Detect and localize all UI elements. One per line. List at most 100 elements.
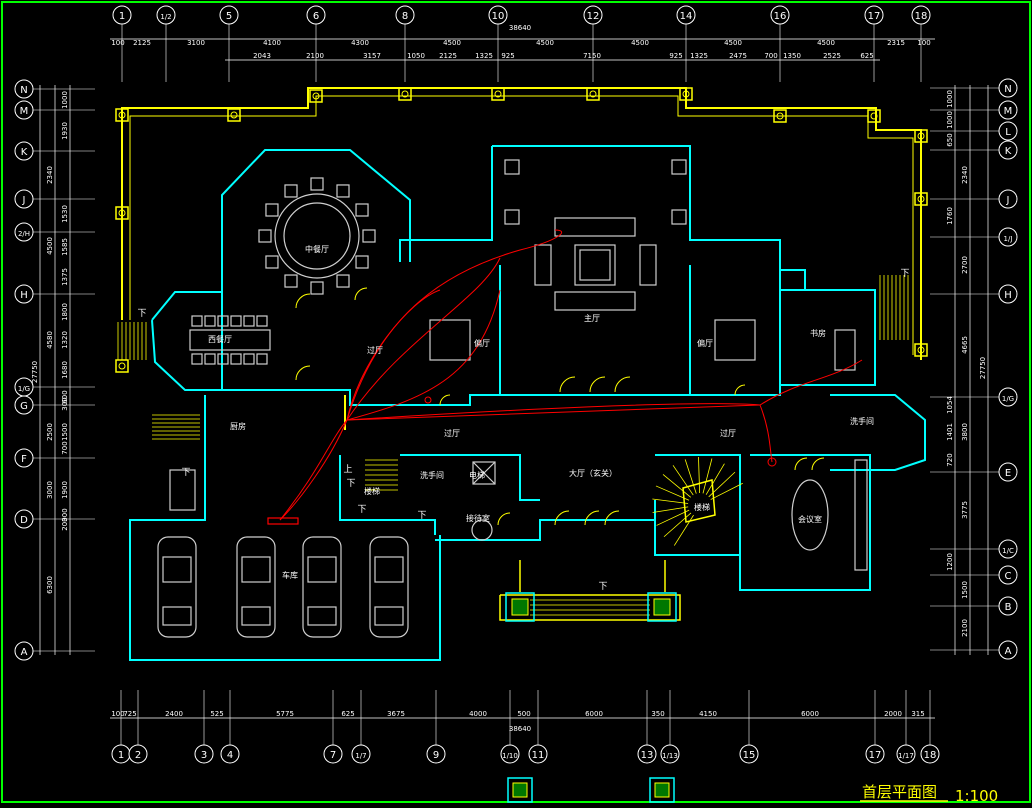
axis-bottom-bubble-label: 1/17 — [898, 752, 914, 760]
axis-left-bubble-label: M — [20, 106, 29, 117]
axis-top-bubble-label: 10 — [492, 11, 505, 22]
column-core — [589, 90, 597, 98]
axis-right-bubble — [998, 462, 1018, 482]
axis-right-bubble-label: M — [1004, 106, 1013, 117]
round-dining-table-inner — [283, 202, 351, 270]
column — [227, 108, 241, 122]
stair-direction-mark: 下 — [181, 468, 190, 478]
room-label: 会议室 — [798, 514, 822, 524]
dining-chair — [265, 255, 279, 269]
western-chair — [256, 315, 268, 327]
main-hall-side-chair — [671, 209, 687, 225]
axis-top-bubble-label: 17 — [868, 11, 881, 22]
round-dining-table — [274, 193, 360, 279]
drawing-title: 首层平面图 — [862, 783, 937, 801]
dim-top-row1: 2125 — [133, 39, 151, 47]
axis-bottom-bubble-label: 1/13 — [662, 752, 678, 760]
room-label: 西餐厅 — [208, 335, 232, 344]
dim-top-row2: 2475 — [729, 52, 747, 60]
axis-left-bubble-label: J — [22, 195, 26, 206]
dim-top-row2: 2525 — [823, 52, 841, 60]
dim-left-inner: 700 — [61, 441, 69, 454]
car-rear-window — [241, 606, 271, 626]
dim-right-inner: 1200 — [946, 553, 954, 571]
garage-walls — [129, 395, 441, 661]
reception-table — [471, 519, 493, 541]
axis-top-bubble — [583, 5, 603, 25]
axis-top-bubble — [112, 5, 132, 25]
axis-right-bubble — [998, 140, 1018, 160]
column-core — [870, 112, 878, 120]
axis-right-bubble — [998, 227, 1018, 247]
room-label: 楼梯 — [694, 502, 710, 512]
axis-top-bubble — [488, 5, 508, 25]
axis-bottom-bubble — [660, 744, 680, 764]
dim-right-inner: 1000 — [946, 111, 954, 129]
kitchen-counter — [169, 469, 196, 511]
dim-bottom-row: 625 — [341, 710, 354, 718]
dim-left-inner: 1900 — [61, 481, 69, 499]
dim-left-outer: 4580 — [46, 331, 54, 349]
dining-chair — [258, 229, 272, 243]
axis-top-bubble-label: 6 — [313, 11, 319, 22]
dim-right-inner: 1401 — [946, 423, 954, 441]
axis-right-bubble-label: 1/C — [1002, 547, 1014, 555]
axis-right-bubble — [998, 539, 1018, 559]
dim-bottom-row: 315 — [911, 710, 924, 718]
dim-right-outer: 3800 — [961, 423, 969, 441]
circuit-node — [424, 396, 432, 404]
axis-top-bubble-label: 8 — [402, 11, 408, 22]
dim-top-row2: 1350 — [783, 52, 801, 60]
axis-right-bubble — [998, 640, 1018, 660]
dim-right-inner: 1054 — [946, 396, 954, 414]
dim-left-outer: 4500 — [46, 237, 54, 255]
dim-top-row1: 2315 — [887, 39, 905, 47]
axis-right-bubble — [998, 387, 1018, 407]
axis-bottom-bubble-label: 11 — [532, 750, 545, 761]
stair-direction-mark: 下 — [417, 511, 426, 521]
dim-left-total: 27750 — [31, 361, 39, 383]
room-label: 偏厅 — [697, 338, 713, 348]
door-swing — [589, 376, 606, 393]
dim-top-row2: 1325 — [475, 52, 493, 60]
dim-top-row1: 4500 — [536, 39, 554, 47]
axis-left-bubble — [14, 641, 34, 661]
axis-left-bubble — [14, 448, 34, 468]
axis-left-bubble — [14, 141, 34, 161]
western-chair — [230, 353, 242, 365]
dim-left-inner: 1320 — [61, 331, 69, 349]
main-hall-sofa — [639, 244, 657, 286]
dim-left-outer: 3000 — [46, 481, 54, 499]
dim-top-row2: 700 — [764, 52, 777, 60]
door-swing — [794, 457, 808, 471]
western-chair — [191, 353, 203, 365]
column — [115, 206, 129, 220]
axis-bottom-bubble — [323, 744, 343, 764]
door-swing — [614, 376, 631, 393]
axis-bottom-bubble — [426, 744, 446, 764]
spiral-stair-step — [705, 463, 725, 495]
column — [398, 87, 412, 101]
axis-right-bubble-label: 1/J — [1004, 235, 1013, 243]
main-hall-coffee-table — [574, 244, 616, 286]
axis-bottom-bubble-label: 18 — [924, 750, 937, 761]
axis-left-bubble-label: A — [21, 647, 28, 658]
axis-bottom-bubble — [500, 744, 520, 764]
axis-top-bubble — [864, 5, 884, 25]
dim-top-row2: 3157 — [363, 52, 381, 60]
axis-bottom-bubble — [194, 744, 214, 764]
circuit-run — [759, 359, 863, 406]
door-swing — [811, 457, 825, 471]
dim-bottom-row: 6000 — [801, 710, 819, 718]
axis-bottom-bubble-label: 7 — [330, 750, 336, 761]
axis-bottom-bubble-label: 3 — [201, 750, 207, 761]
axis-bottom-bubble — [739, 744, 759, 764]
axis-top-bubble — [156, 5, 176, 25]
dim-bottom-row: 4150 — [699, 710, 717, 718]
circuit-run — [346, 257, 501, 421]
room-label: 过厅 — [444, 428, 460, 438]
dining-chair — [362, 229, 376, 243]
axis-bottom-bubble — [528, 744, 548, 764]
room-label: 过厅 — [720, 428, 736, 438]
axis-left-bubble-label: N — [20, 85, 27, 96]
